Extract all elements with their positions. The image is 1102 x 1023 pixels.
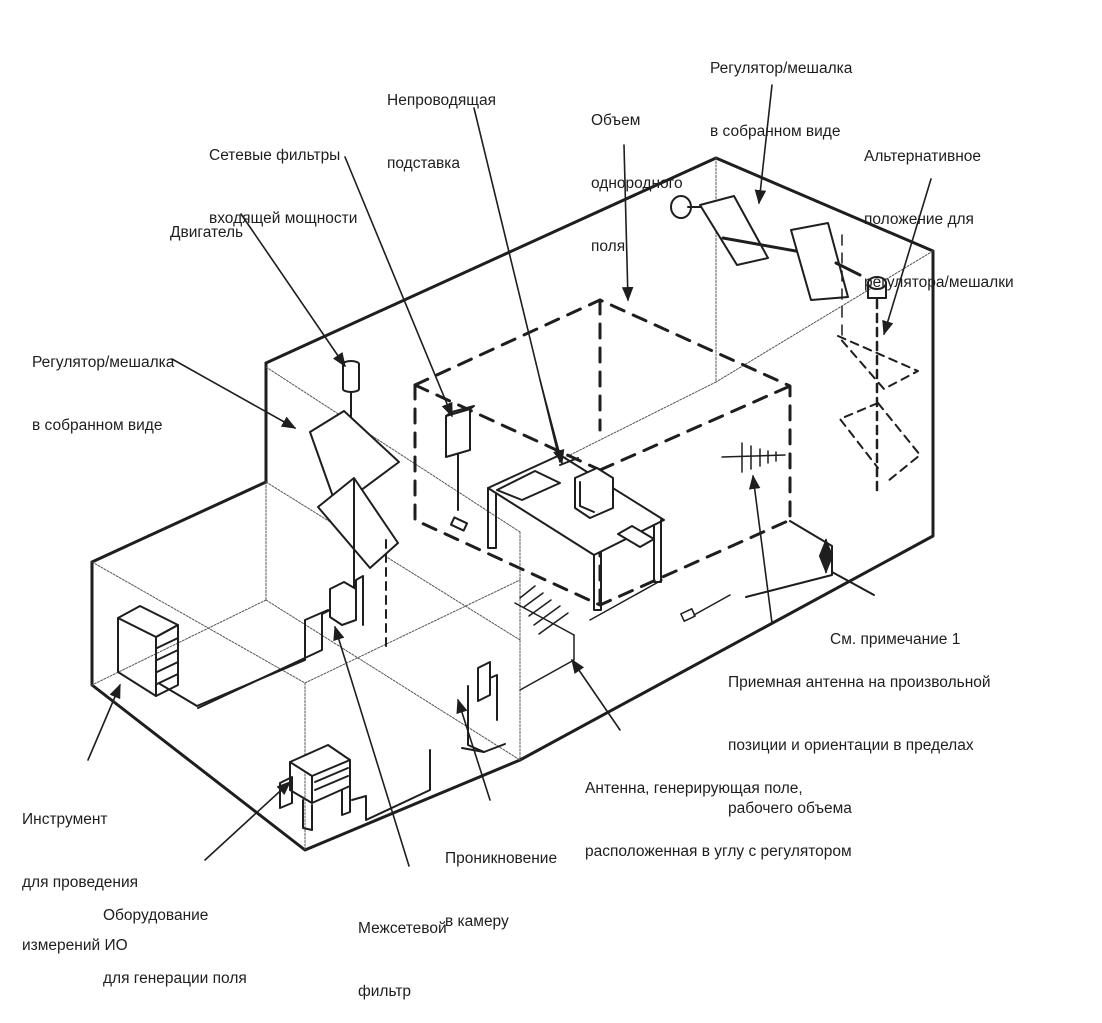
- label-line: для проведения: [22, 874, 139, 891]
- label-line: Регулятор/мешалка: [32, 354, 175, 371]
- label-line: Приемная антенна на произвольной: [728, 674, 991, 691]
- leader-eut: [87, 683, 121, 761]
- chamber-penetration: [461, 661, 506, 753]
- label-alternative-stirrer-position: Альтернативное положение для регулятора/…: [864, 104, 1014, 314]
- label-non-conductive-support: Непроводящая подставка: [387, 48, 496, 195]
- stirrer-alternative: [837, 298, 921, 498]
- label-line: Регулятор/мешалка: [710, 60, 853, 77]
- label-line: положение для: [864, 211, 974, 228]
- eut-instrument-rack: [117, 605, 329, 707]
- receive-antenna: [721, 442, 786, 473]
- label-power-line-filters: Сетевые фильтры входящей мощности: [209, 103, 357, 250]
- leader-support-arrow: [539, 379, 565, 465]
- label-chamber-penetration: Проникновение в камеру: [445, 806, 557, 953]
- label-line: однородного: [591, 175, 683, 192]
- leader-bulkhead-filter: [333, 625, 410, 867]
- leader-lines: [87, 84, 932, 867]
- uniform-field-volume-box: [413, 298, 792, 607]
- label-line: Сетевые фильтры: [209, 147, 341, 164]
- power-line-filter: [445, 405, 475, 532]
- label-line: для генерации поля: [103, 970, 247, 987]
- leader-uniform-volume: [621, 144, 634, 302]
- label-line: Проникновение: [445, 850, 558, 867]
- label-transmit-antenna: Антенна, генерирующая поле, расположенна…: [585, 736, 852, 883]
- field-generation-equipment: [279, 744, 431, 831]
- leader-stirrer-top: [754, 84, 773, 205]
- label-line: Непроводящая: [387, 92, 496, 109]
- label-line: поля: [591, 238, 626, 255]
- stirrer-top: [670, 195, 887, 341]
- label-line: Межсетевой: [358, 920, 447, 937]
- label-line: регулятора/мешалки: [864, 274, 1014, 291]
- label-stirrer-assembled-top: Регулятор/мешалка в собранном виде: [710, 16, 852, 163]
- chamber-inner-edges: [91, 157, 934, 851]
- label-motor: Двигатель: [170, 180, 243, 264]
- label-bulkhead-filter: Межсетевой фильтр: [358, 876, 447, 1023]
- label-line: позиции и ориентации в пределах: [728, 737, 974, 754]
- label-line: Антенна, генерирующая поле,: [585, 780, 803, 797]
- label-line: рабочего объема: [728, 800, 852, 817]
- label-line: подставка: [387, 155, 460, 172]
- reverberation-chamber-diagram: [87, 84, 935, 867]
- leader-power-filter: [344, 156, 453, 418]
- transmit-antenna: [514, 579, 731, 691]
- leader-penetration: [456, 698, 491, 801]
- leader-field-equipment: [204, 781, 292, 861]
- bulkhead-filter: [197, 575, 364, 709]
- label-line: Инструмент: [22, 811, 108, 828]
- label-line: См. примечание 1: [830, 631, 961, 648]
- leader-motor: [240, 213, 346, 368]
- label-stirrer-assembled-left: Регулятор/мешалка в собранном виде: [32, 310, 174, 457]
- label-line: Объем: [591, 112, 641, 129]
- label-line: в собранном виде: [710, 123, 841, 140]
- label-see-note-1: См. примечание 1: [830, 587, 960, 671]
- leader-alt-stirrer: [882, 178, 932, 336]
- label-line: в камеру: [445, 913, 509, 930]
- label-uniform-field-volume: Объем однородного поля: [591, 68, 683, 278]
- label-field-generation-equipment: Оборудование для генерации поля: [103, 863, 247, 1010]
- label-line: Двигатель: [170, 224, 244, 241]
- label-line: расположенная в углу с регулятором: [585, 843, 852, 860]
- label-receive-antenna: Приемная антенна на произвольной позиции…: [728, 630, 991, 840]
- leader-receive-antenna: [748, 474, 773, 624]
- floor-cable-dimension: [745, 520, 875, 598]
- table-equipment: [487, 454, 665, 611]
- leader-stirrer-left: [171, 358, 297, 429]
- label-line: Оборудование: [103, 907, 209, 924]
- stirrer-left: [309, 360, 400, 651]
- label-line: Альтернативное: [864, 148, 982, 165]
- label-line: в собранном виде: [32, 417, 163, 434]
- label-line: фильтр: [358, 983, 412, 1000]
- label-line: входящей мощности: [209, 210, 358, 227]
- leader-transmit-antenna: [571, 658, 621, 731]
